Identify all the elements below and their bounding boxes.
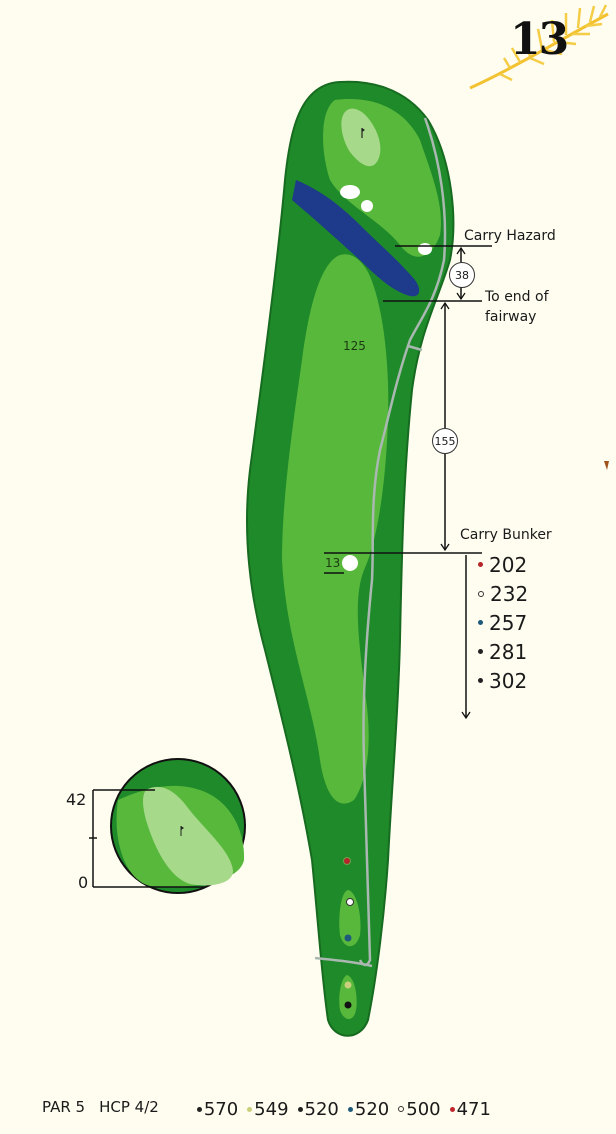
yardage-value: 520 xyxy=(304,1099,339,1120)
tee-marker-black xyxy=(344,1001,352,1009)
bunker xyxy=(361,200,373,212)
green-depth-top: 42 xyxy=(66,790,87,809)
yardage-value: 520 xyxy=(354,1099,390,1120)
end-of-fairway-label-line1: To end of xyxy=(485,289,549,305)
par-label: PAR 5 xyxy=(42,1098,86,1116)
carry-item: 302 xyxy=(478,666,528,695)
tee-yardage: 520 xyxy=(297,1099,339,1120)
bunker-marker-label: 13 xyxy=(325,556,341,570)
tee-dot-icon xyxy=(347,1107,353,1112)
green-detail-circle xyxy=(110,758,246,894)
hole-number: 13 xyxy=(510,14,569,65)
carry-bunker-label: Carry Bunker xyxy=(460,527,552,543)
carry-item: 257 xyxy=(478,608,528,637)
carry-bunker-list: 202 232 257 281 302 xyxy=(478,550,528,695)
tee-marker-white xyxy=(346,898,354,906)
tee-dot-icon xyxy=(297,1107,303,1112)
stray-mark xyxy=(604,461,609,470)
carry-item: 232 xyxy=(478,579,528,608)
yardage-value: 471 xyxy=(456,1099,491,1120)
tee-dot-icon xyxy=(247,1107,253,1112)
tee-dot-icon xyxy=(478,590,484,597)
tee-dot-icon xyxy=(449,1107,455,1112)
carry-value: 281 xyxy=(489,639,528,664)
tee-dot-icon xyxy=(398,1106,405,1112)
water-hazard xyxy=(292,180,420,297)
carry-value: 302 xyxy=(489,668,528,693)
tee-box-back xyxy=(339,975,357,1019)
carry-item: 202 xyxy=(478,550,528,579)
tee-marker-red xyxy=(343,857,351,865)
tee-yardage: 520 xyxy=(347,1099,390,1120)
cart-path xyxy=(358,117,447,967)
bunker xyxy=(418,243,432,255)
putting-green xyxy=(341,108,381,167)
yardage-value: 500 xyxy=(406,1098,441,1120)
arrow-heads xyxy=(440,246,471,720)
handicap-label: HCP 4/2 xyxy=(99,1098,159,1116)
tee-dot-icon xyxy=(478,678,483,683)
fairway-bunker xyxy=(342,555,358,571)
fairway xyxy=(282,254,389,804)
carry-value: 257 xyxy=(489,610,528,635)
tee-yardage: 549 xyxy=(247,1099,289,1120)
tee-dot-icon xyxy=(478,562,483,567)
tee-box-white xyxy=(339,890,361,947)
carry-hazard-label: Carry Hazard xyxy=(464,228,556,244)
carry-value: 202 xyxy=(489,552,528,577)
scorecard-footer: PAR 5 HCP 4/2 570 549 520 520 500 471 xyxy=(42,1098,500,1120)
green-depth-bottom: 0 xyxy=(78,873,89,892)
fairway-yardage-marker: 125 xyxy=(343,339,366,353)
tee-dot-icon xyxy=(196,1107,202,1112)
palm-frond-icon xyxy=(469,4,609,90)
tee-marker-gold xyxy=(344,981,352,989)
carry-value: 232 xyxy=(490,581,529,606)
carry-item: 281 xyxy=(478,637,528,666)
yardage-value: 570 xyxy=(203,1099,239,1120)
tee-marker-blue xyxy=(344,934,352,942)
fairway-distance-badge: 155 xyxy=(432,428,458,454)
tee-yardage: 570 xyxy=(196,1099,239,1120)
hazard-distance-badge: 38 xyxy=(449,262,475,288)
yardage-value: 549 xyxy=(254,1099,289,1120)
end-of-fairway-label-line2: fairway xyxy=(485,309,537,325)
tee-dot-icon xyxy=(478,620,483,625)
tee-yardage: 471 xyxy=(449,1099,491,1120)
bunker xyxy=(340,185,360,199)
tee-yardage: 500 xyxy=(398,1098,441,1120)
tee-dot-icon xyxy=(478,649,483,654)
green-depth-bracket xyxy=(89,789,205,888)
